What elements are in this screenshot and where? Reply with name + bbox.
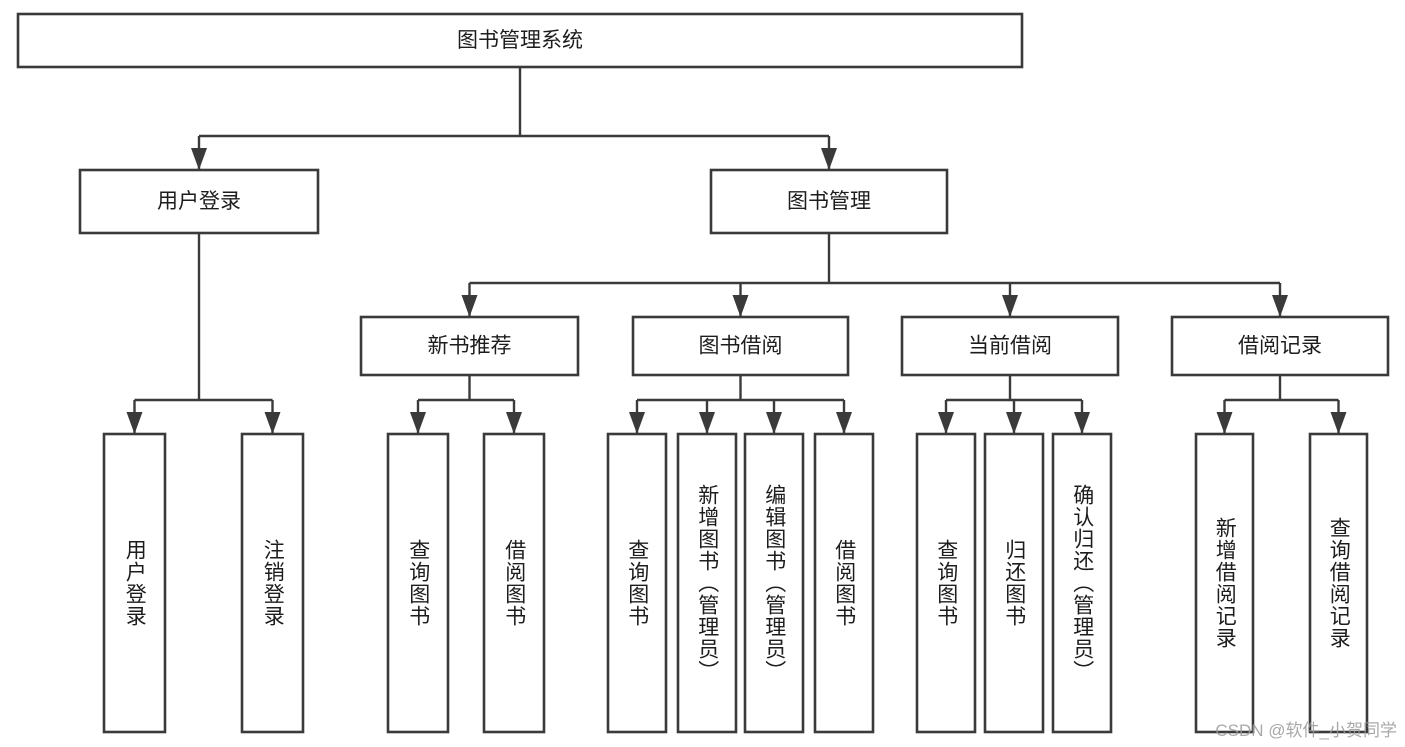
arrow-head-book-borrow-0 [629, 412, 645, 434]
node-box-current-borrow [900, 315, 1120, 377]
arrow-head-book-manage-1 [732, 295, 749, 317]
node-label-book-manage: 图书管理 [787, 190, 871, 213]
arrow-head-new-book-rec-0 [410, 412, 426, 434]
arrow-head-root-0 [191, 148, 207, 170]
arrow-head-borrow-record-1 [1330, 412, 1347, 434]
arrow-head-book-borrow-1 [699, 412, 715, 434]
node-label-root: 图书管理系统 [457, 29, 583, 52]
arrow-head-new-book-rec-1 [506, 412, 522, 434]
node-box-leaf-query-book-2 [606, 432, 668, 734]
node-label-user-login: 用户登录 [157, 190, 241, 213]
watermark-text: CSDN @软件_小贺同学 [1215, 721, 1397, 740]
node-box-root [16, 12, 1024, 69]
arrow-head-book-manage-0 [461, 295, 478, 317]
node-box-leaf-add-book [676, 432, 738, 734]
node-box-leaf-borrow-book-1 [482, 432, 546, 734]
node-box-book-borrow [631, 315, 850, 377]
arrow-head-user-login-0 [126, 412, 143, 434]
node-box-leaf-query-book-3 [915, 432, 977, 734]
node-box-book-manage [709, 168, 949, 235]
arrow-head-root-1 [821, 148, 837, 170]
node-label-new-book-rec: 新书推荐 [428, 335, 512, 358]
node-label-borrow-record: 借阅记录 [1238, 335, 1322, 358]
arrow-head-book-borrow-3 [836, 412, 852, 434]
arrow-head-book-manage-2 [1002, 295, 1018, 317]
connector-layer [126, 67, 1347, 434]
arrow-head-current-borrow-1 [1006, 412, 1022, 434]
node-box-leaf-return-book [983, 432, 1045, 734]
node-box-leaf-borrow-book-2 [813, 432, 875, 734]
node-box-leaf-query-book-1 [386, 432, 450, 734]
arrow-head-borrow-record-0 [1216, 412, 1233, 434]
arrow-head-user-login-1 [264, 412, 281, 434]
node-box-new-book-rec [359, 315, 580, 377]
node-box-user-login [78, 168, 320, 235]
arrow-head-book-manage-3 [1272, 295, 1288, 317]
node-box-borrow-record [1170, 315, 1390, 377]
node-label-book-borrow: 图书借阅 [699, 335, 783, 358]
node-box-leaf-user-login [102, 432, 167, 734]
arrow-head-current-borrow-2 [1074, 412, 1090, 434]
node-box-leaf-logout [240, 432, 305, 734]
node-box-leaf-edit-book [743, 432, 805, 734]
node-box-leaf-query-record [1308, 432, 1369, 734]
node-box-leaf-confirm-return [1051, 432, 1113, 734]
node-label-current-borrow: 当前借阅 [968, 335, 1052, 358]
box-layer [16, 12, 1390, 734]
arrow-head-current-borrow-0 [938, 412, 954, 434]
arrow-head-book-borrow-2 [766, 412, 782, 434]
node-box-leaf-add-record [1194, 432, 1255, 734]
